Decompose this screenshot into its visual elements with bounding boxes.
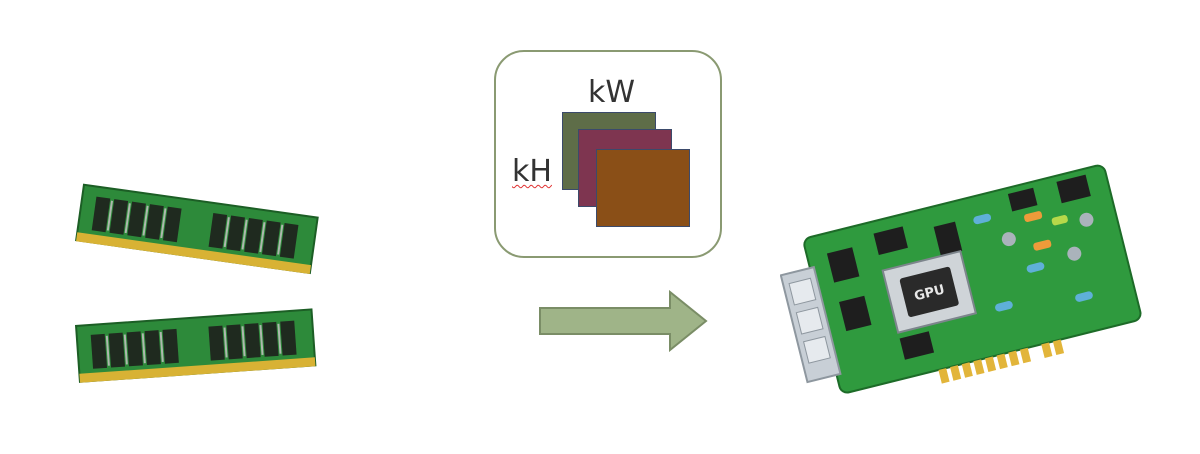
- gpu-chip-label: GPU: [913, 282, 946, 304]
- memory-modules: [74, 183, 319, 383]
- kernel-height-label: kH: [512, 157, 552, 187]
- kernel-width-label: kW: [588, 75, 636, 110]
- memory-module-icon: [74, 308, 317, 383]
- kernel-layer-front: [596, 149, 690, 227]
- right-arrow-icon: [539, 290, 708, 352]
- memory-module-icon: [75, 183, 319, 275]
- kernel-height-text: kH: [512, 154, 552, 189]
- gpu-board-icon: GPU: [780, 164, 1142, 394]
